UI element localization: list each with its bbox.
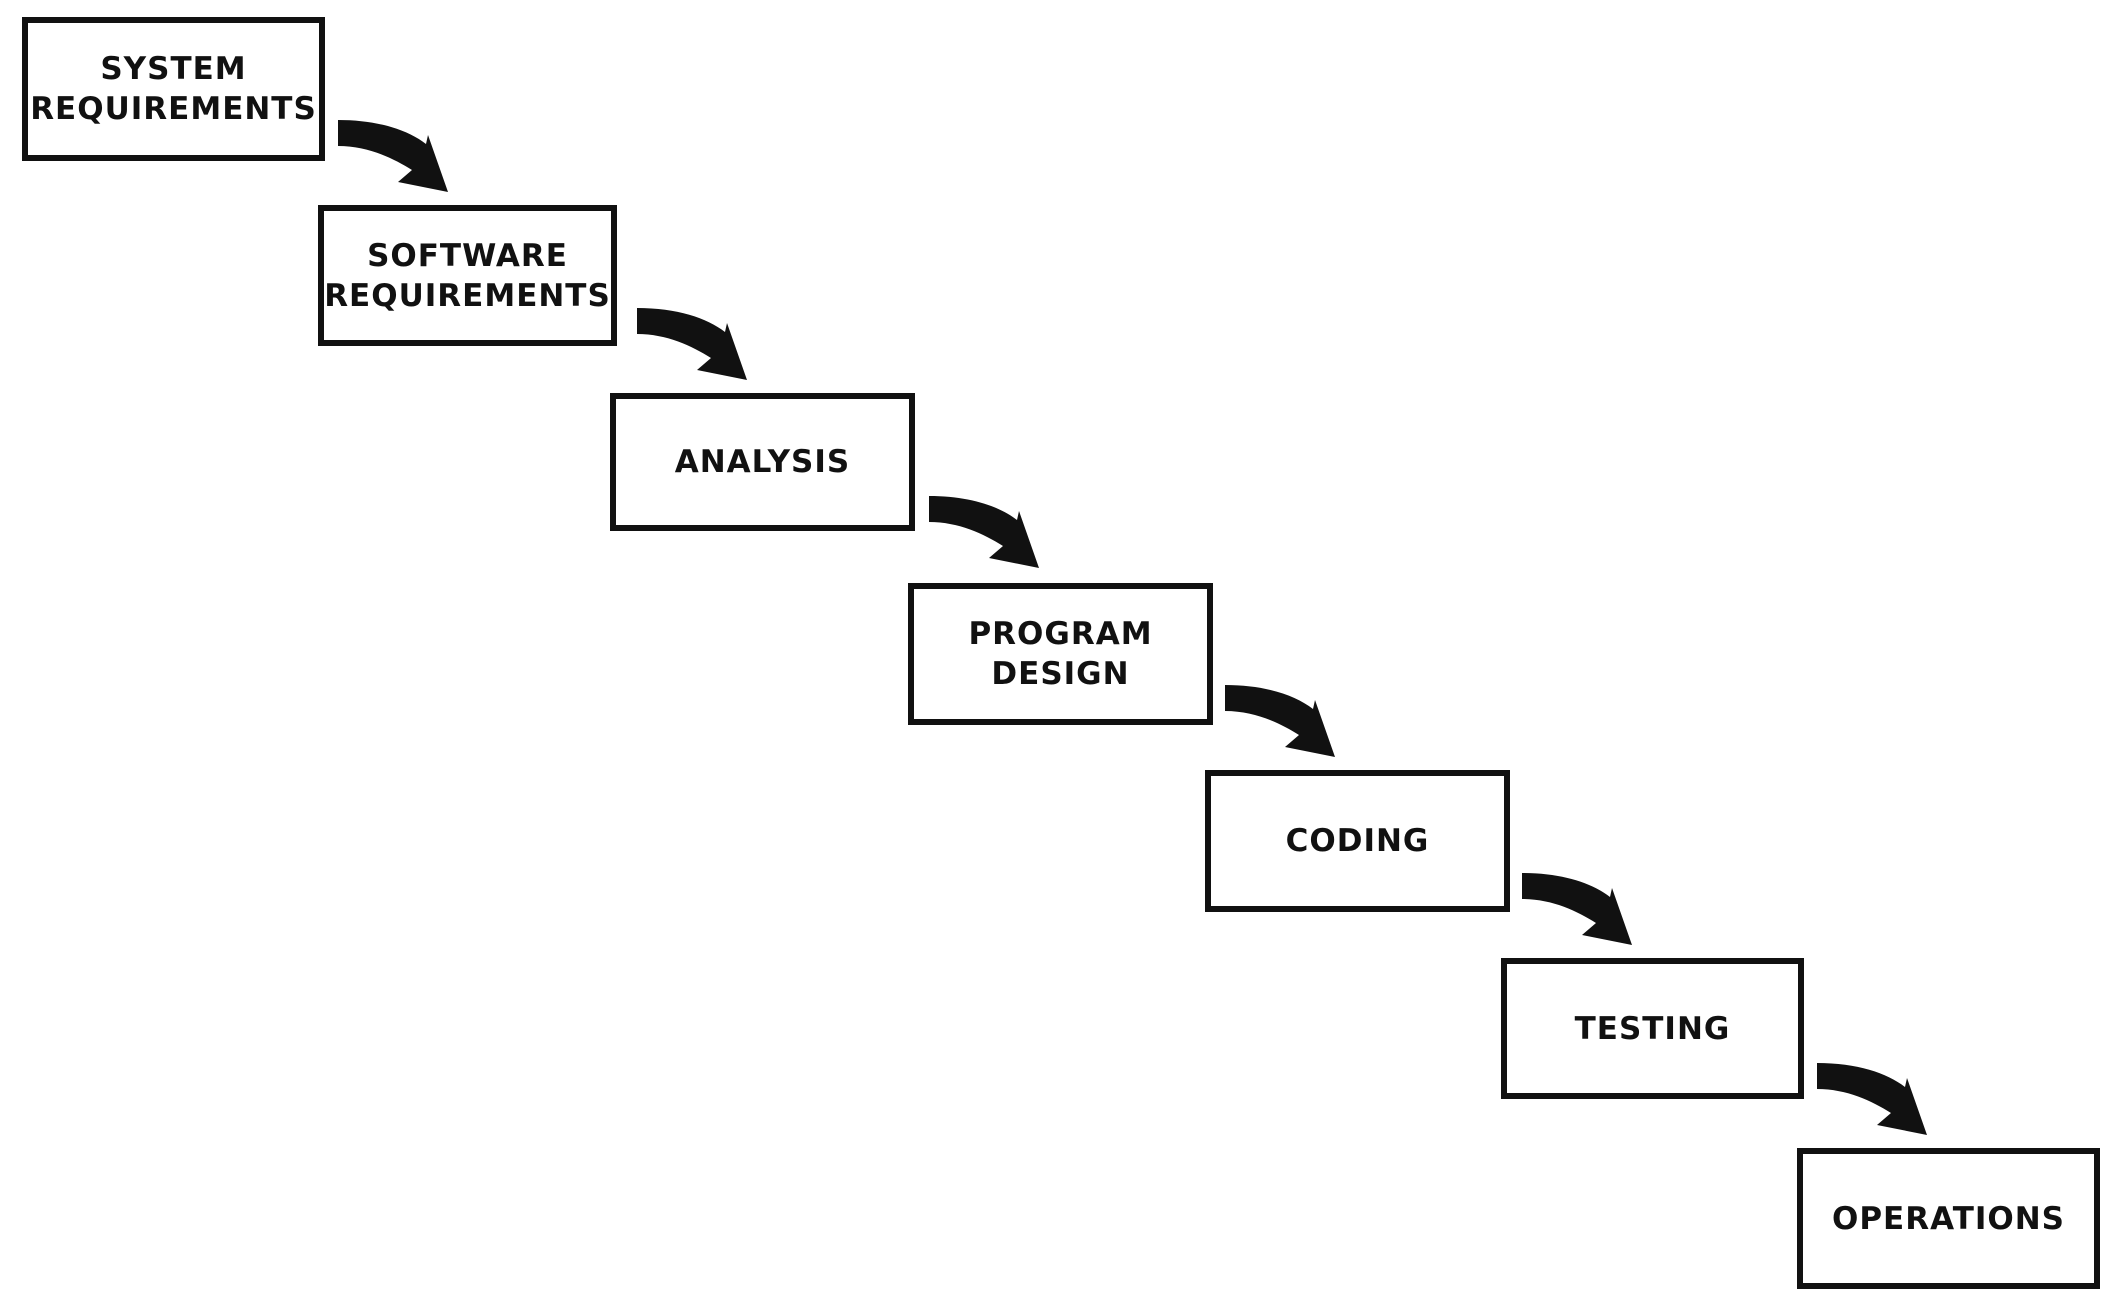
stage-software-requirements: SOFTWARE REQUIREMENTS [318,205,617,346]
stage-label-line: REQUIREMENTS [30,91,317,127]
stage-label-line: DESIGN [991,656,1130,692]
curved-arrow-down-right-icon [929,496,1039,568]
stage-label-line: TESTING [1574,1010,1731,1047]
curved-arrow-down-right-icon [338,120,448,192]
curved-arrow-down-right-icon [1817,1063,1927,1135]
stage-label-line: SYSTEM [100,51,247,87]
stage-program-design: PROGRAM DESIGN [908,583,1213,725]
stage-coding: CODING [1205,770,1510,912]
curved-arrow-down-right-icon [1522,873,1632,945]
stage-system-requirements: SYSTEM REQUIREMENTS [22,17,325,161]
stage-operations: OPERATIONS [1797,1148,2100,1289]
stage-label-line: CODING [1285,823,1430,859]
stage-label-line: ANALYSIS [674,444,851,480]
stage-label-line: SOFTWARE [367,237,568,274]
stage-label-line: OPERATIONS [1831,1200,2065,1237]
curved-arrow-down-right-icon [1225,685,1335,757]
stage-label-line: REQUIREMENTS [324,277,611,314]
curved-arrow-down-right-icon [637,308,747,380]
stage-testing: TESTING [1501,958,1804,1099]
stage-analysis: ANALYSIS [610,393,915,531]
stage-label-line: PROGRAM [968,616,1153,652]
